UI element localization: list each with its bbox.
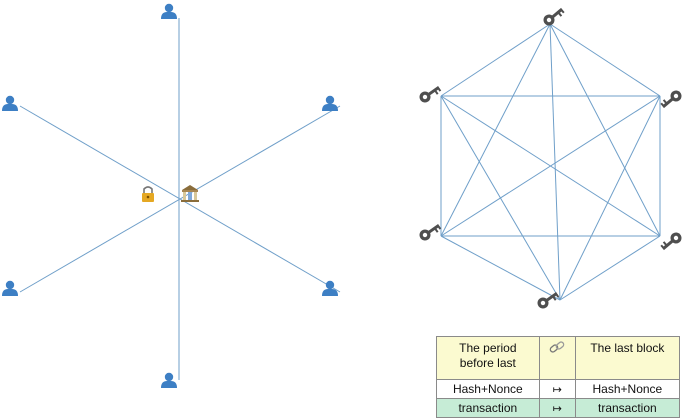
link-line bbox=[549, 23, 661, 97]
header-previous-block: The period before last bbox=[436, 336, 540, 380]
cell-arrow: ↦ bbox=[538, 398, 576, 418]
user-icon bbox=[322, 95, 338, 111]
user-icon bbox=[2, 280, 18, 296]
link-line bbox=[440, 235, 561, 301]
key-icon bbox=[417, 220, 443, 243]
cell-transaction-prev: transaction bbox=[436, 398, 540, 418]
block-table: The period before last The last block Ha… bbox=[436, 336, 681, 418]
link-line bbox=[440, 23, 551, 237]
bank-icon bbox=[181, 185, 199, 202]
key-icon bbox=[541, 4, 566, 28]
decentralized-network bbox=[417, 4, 684, 311]
lock-icon bbox=[142, 186, 154, 202]
key-icon bbox=[659, 88, 684, 112]
cell-hash-prev: Hash+Nonce bbox=[436, 379, 540, 399]
table-header-row: The period before last The last block bbox=[436, 336, 681, 380]
user-icon bbox=[161, 3, 177, 19]
link-line bbox=[559, 95, 661, 301]
link-line bbox=[440, 23, 551, 97]
link-line bbox=[549, 23, 661, 237]
centralized-network bbox=[2, 3, 341, 388]
cell-transaction-last: transaction bbox=[574, 398, 681, 418]
link-line bbox=[559, 235, 661, 301]
header-last-block: The last block bbox=[574, 336, 681, 380]
user-icon bbox=[2, 95, 18, 111]
table-row: Hash+Nonce ↦ Hash+Nonce bbox=[436, 379, 681, 399]
link-line bbox=[440, 95, 561, 301]
table-row: transaction ↦ transaction bbox=[436, 398, 681, 418]
key-icon bbox=[659, 230, 684, 254]
header-link-cell bbox=[538, 336, 576, 380]
chain-link-icon bbox=[549, 341, 565, 353]
link-line bbox=[440, 95, 661, 237]
spoke-line bbox=[19, 105, 341, 293]
cell-hash-last: Hash+Nonce bbox=[574, 379, 681, 399]
link-line bbox=[549, 23, 561, 301]
user-icon bbox=[161, 372, 177, 388]
cell-arrow: ↦ bbox=[538, 379, 576, 399]
key-icon bbox=[535, 288, 561, 311]
key-icon bbox=[417, 82, 443, 105]
